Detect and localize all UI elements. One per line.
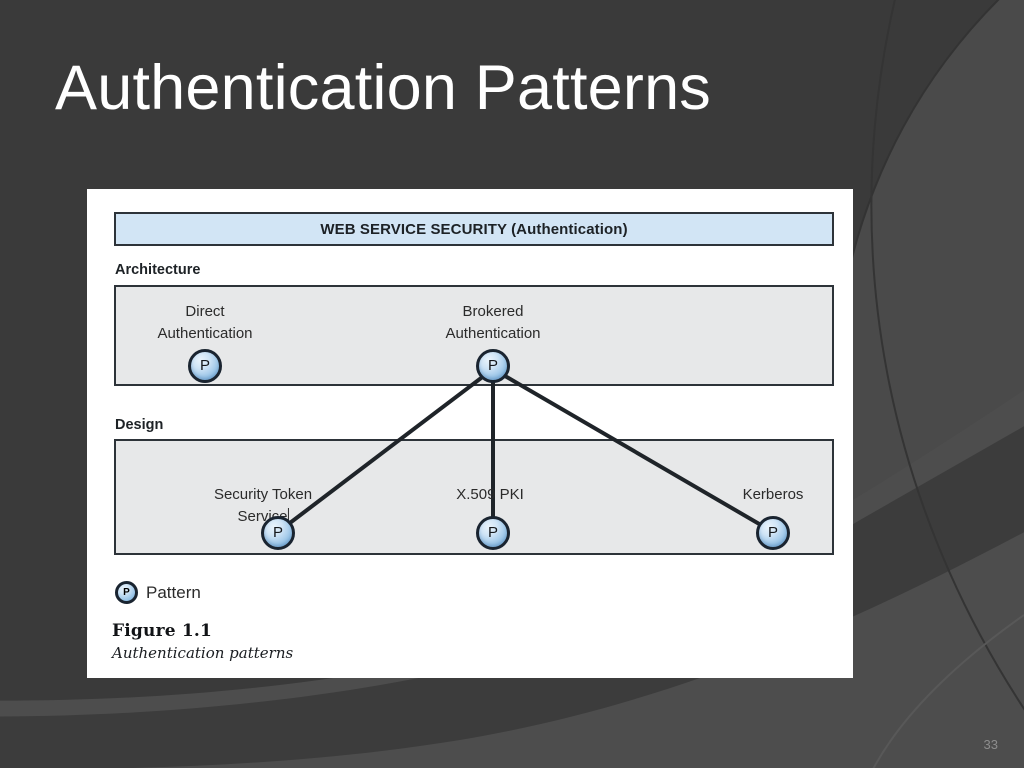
legend-label: Pattern [146, 582, 201, 602]
legend: P Pattern [115, 581, 201, 604]
page-title: Authentication Patterns [55, 53, 712, 123]
text-caret [287, 507, 289, 523]
node-label-x509-pki: X.509 PKI [456, 486, 524, 503]
figure-caption-subtitle: Authentication patterns [112, 644, 294, 662]
section-label-architecture: Architecture [115, 262, 201, 278]
legend-pattern-icon: P [115, 581, 138, 604]
node-label-security-token-service: Security Token Service [214, 462, 312, 527]
web-service-security-header-label: WEB SERVICE SECURITY (Authentication) [320, 220, 628, 238]
pattern-node-direct-authentication[interactable]: P [188, 349, 222, 383]
pattern-glyph: P [487, 524, 498, 541]
pattern-glyph: P [199, 357, 210, 374]
connector-lines [276, 367, 775, 534]
node-label-direct-authentication: Direct Authentication [157, 303, 253, 342]
pattern-node-x509-pki[interactable]: P [476, 516, 510, 550]
page-number: 33 [983, 737, 998, 752]
pattern-glyph: P [272, 524, 283, 541]
node-label-kerberos: Kerberos [742, 486, 804, 503]
pattern-glyph: P [767, 524, 778, 541]
web-service-security-header: WEB SERVICE SECURITY (Authentication) [114, 212, 834, 246]
pattern-node-kerberos[interactable]: P [756, 516, 790, 550]
figure-caption-title: Figure 1.1 [112, 621, 213, 641]
node-label-security-token-service-text: Security Token Service [213, 485, 313, 525]
section-label-design: Design [115, 417, 164, 433]
pattern-glyph: P [487, 357, 498, 374]
figure-panel: WEB SERVICE SECURITY (Authentication) Ar… [87, 189, 853, 678]
pattern-glyph: P [123, 587, 130, 598]
node-label-brokered-authentication: Brokered Authentication [445, 303, 541, 342]
figure-caption: Figure 1.1 Authentication patterns [112, 621, 293, 662]
pattern-node-security-token-service[interactable]: P [261, 516, 295, 550]
architecture-section-box [114, 285, 834, 386]
pattern-node-brokered-authentication[interactable]: P [476, 349, 510, 383]
